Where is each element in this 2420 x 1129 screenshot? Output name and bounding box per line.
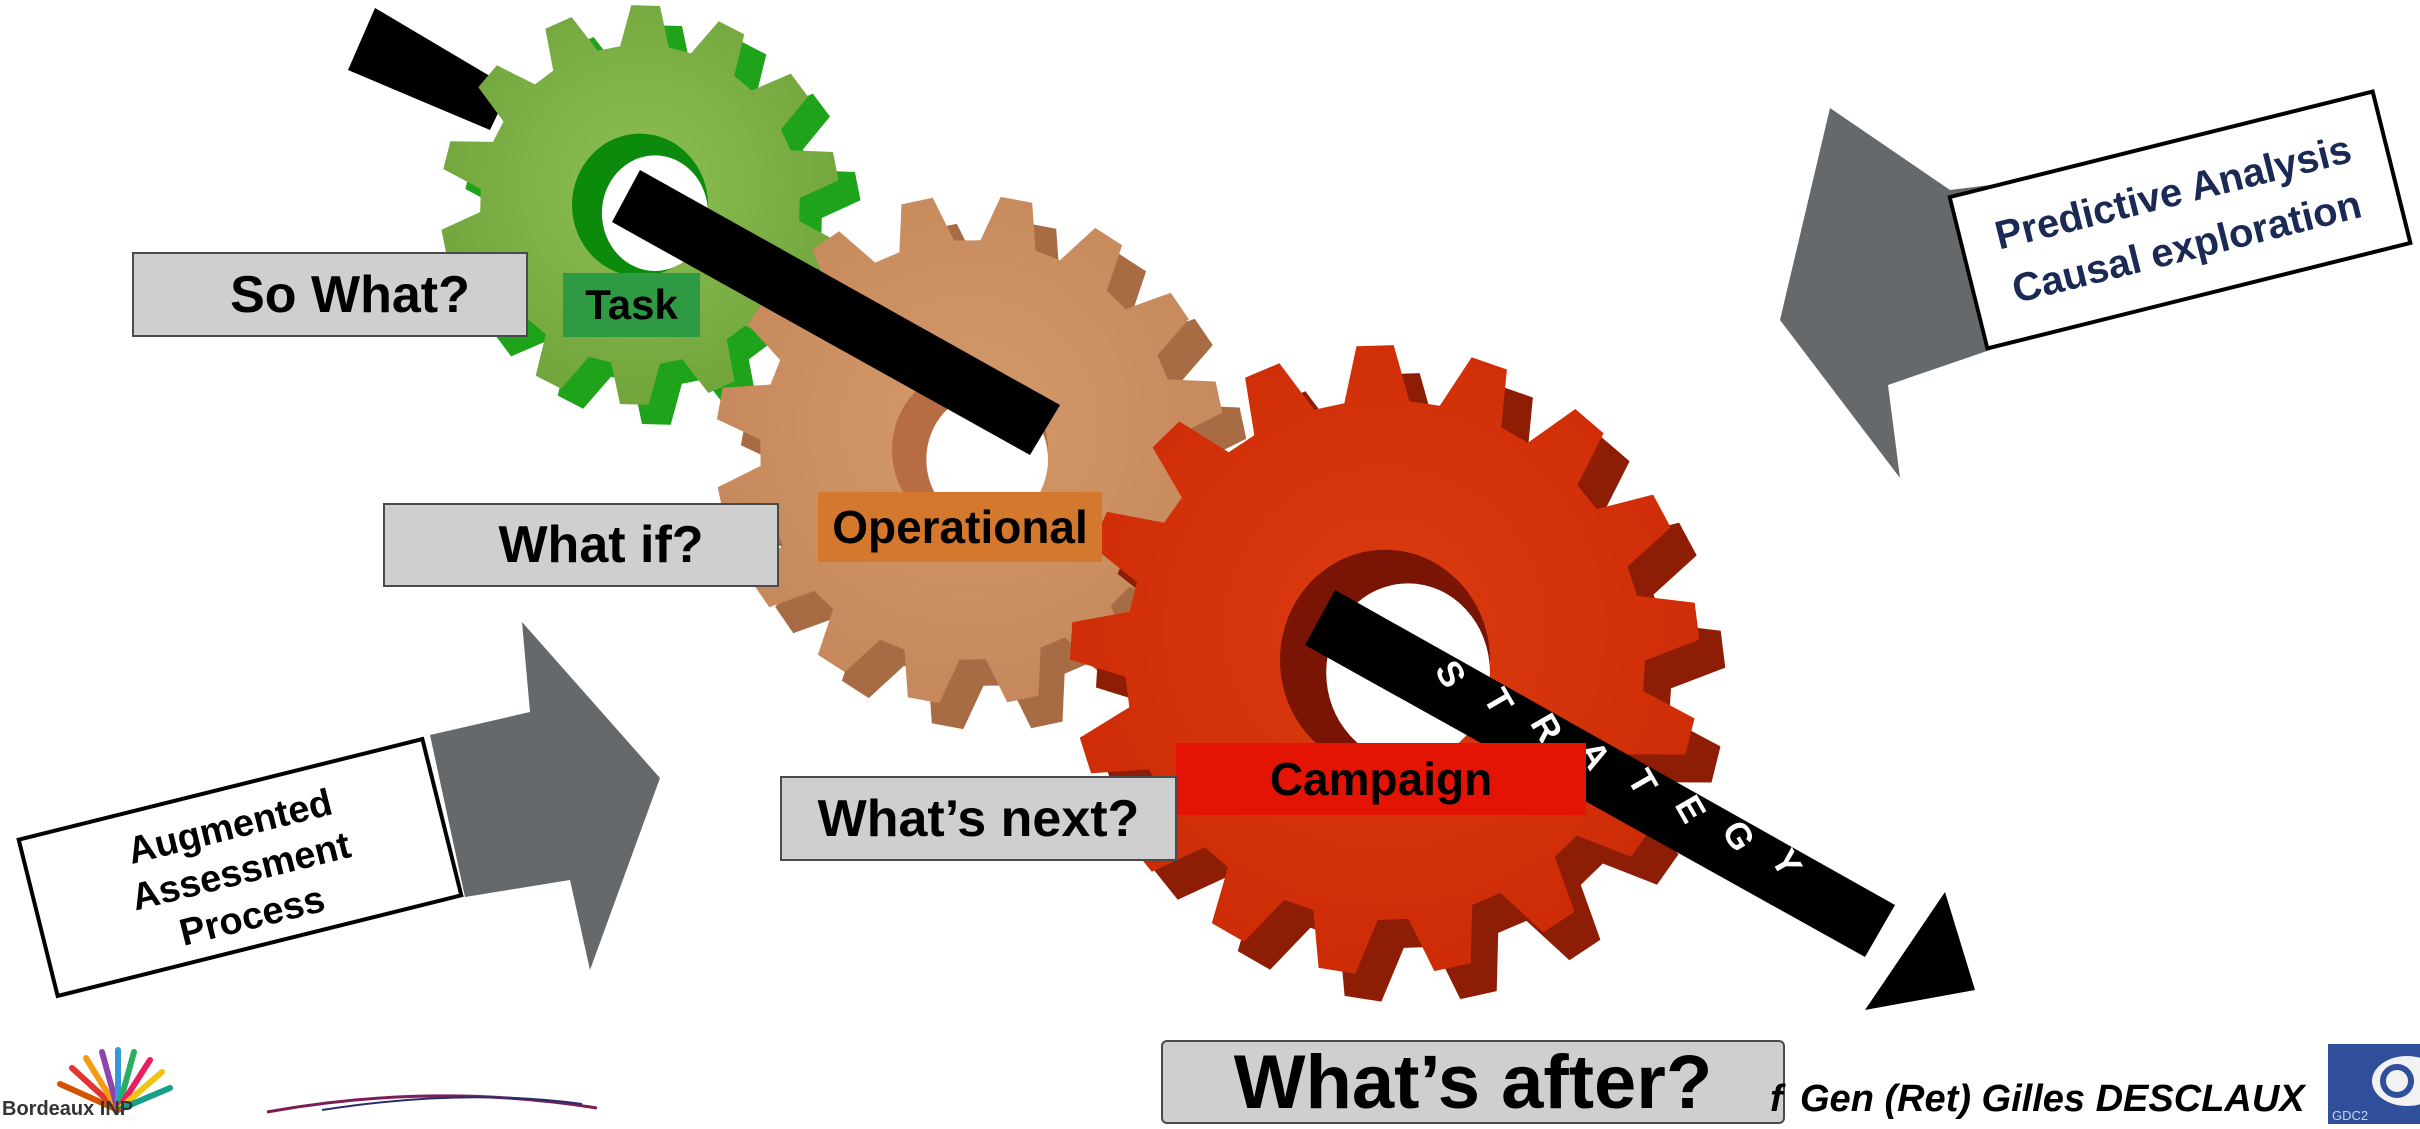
strategy-arrow-head (1865, 892, 1975, 1010)
author-name: Gen (Ret) Gilles DESCLAUX (1800, 1078, 2305, 1120)
gdc2-logo: GDC2 (2328, 1044, 2420, 1124)
operational-gear-label: Operational (818, 492, 1102, 562)
campaign-gear-label-text: Campaign (1269, 753, 1493, 805)
so-what-text: So What? (230, 265, 470, 324)
right-gray-arrow (1780, 108, 1990, 478)
whats-next-text: What’s next? (817, 789, 1140, 848)
operational-gear-label-text: Operational (832, 501, 1088, 553)
author-prefix: f (1770, 1078, 1783, 1120)
what-if-box: What if? (383, 503, 779, 587)
strategy-arrow-tail (348, 8, 510, 130)
whats-after-box: What’s after? (1161, 1039, 1785, 1125)
campaign-gear-label: Campaign (1176, 743, 1586, 815)
bordeaux-inp-logo: Bordeaux INP (0, 1040, 200, 1124)
whats-after-text: What’s after? (1233, 1039, 1713, 1125)
what-if-text: What if? (498, 516, 704, 574)
strategy-arrow-shaft (1305, 590, 1895, 957)
task-gear-label-text: Task (585, 281, 678, 328)
bordeaux-inp-rays-icon (57, 1047, 173, 1113)
whats-next-box: What’s next? (780, 776, 1177, 861)
strategy-arrow-middle (612, 170, 1060, 455)
gdc2-logo-text: GDC2 (2332, 1108, 2369, 1123)
left-gray-arrow (430, 622, 660, 970)
task-gear-label: Task (563, 273, 700, 337)
bordeaux-inp-name: Bordeaux INP (2, 1098, 134, 1120)
footer-swoosh (266, 1094, 598, 1114)
so-what-box: So What? (132, 252, 528, 337)
